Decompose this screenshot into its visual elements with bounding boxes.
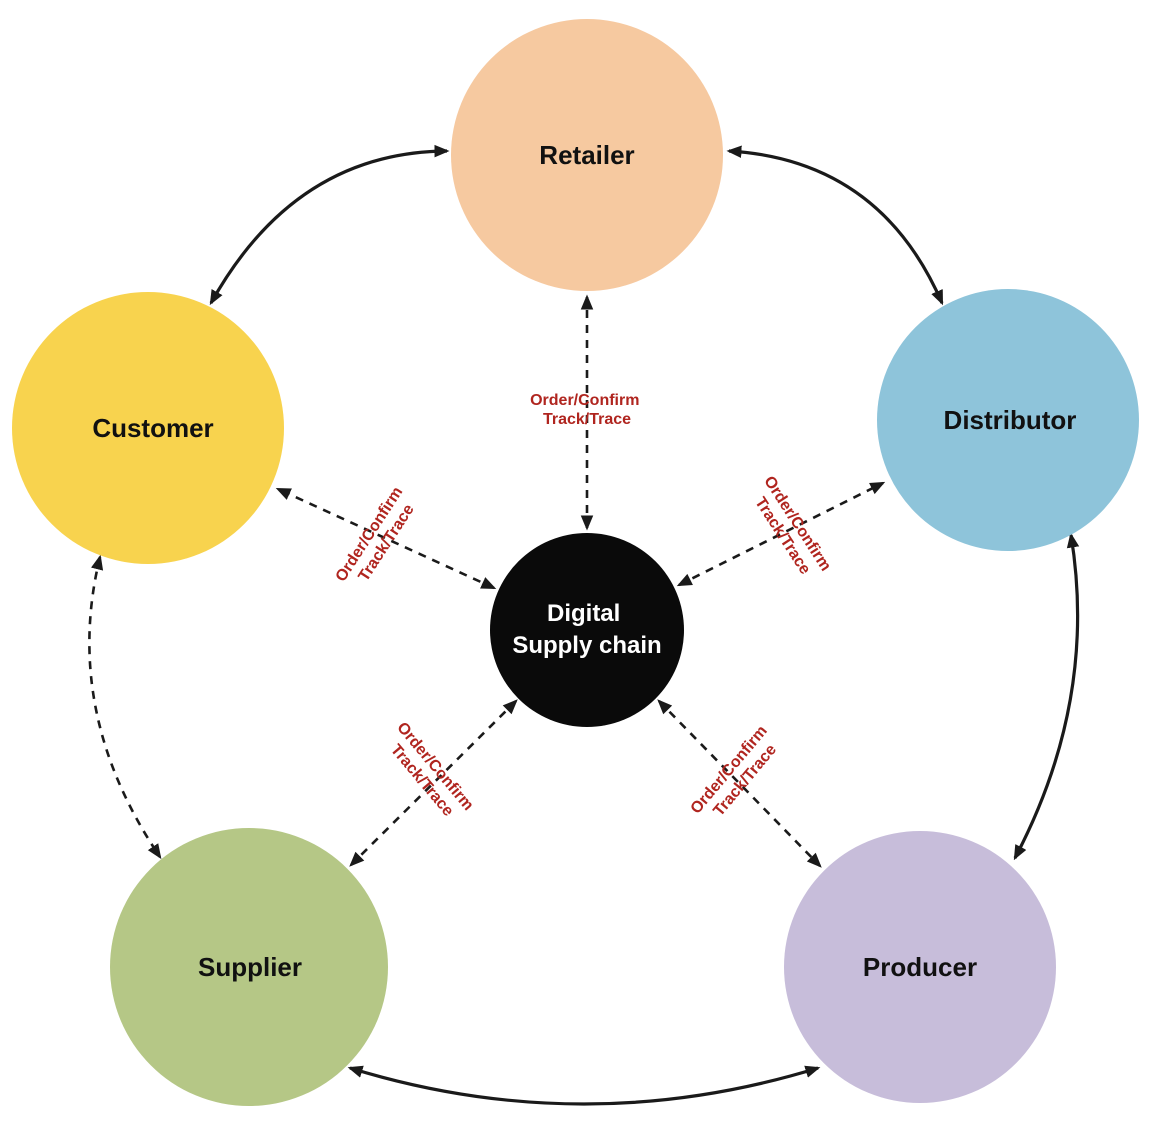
distributor-label: Distributor <box>944 405 1077 435</box>
digital-supply-chain-label: Digital Supply chain <box>512 600 661 659</box>
perimeter-arcs <box>88 144 1080 1106</box>
supplier-label: Supplier <box>198 952 302 982</box>
center-label-line2: Supply chain <box>512 632 661 659</box>
retailer-label: Retailer <box>539 140 634 170</box>
distributor-circle <box>877 289 1139 551</box>
digital-supply-chain-circle <box>490 533 684 727</box>
node-digital-supply-chain: Digital Supply chain <box>490 533 684 727</box>
edge-distributor-producer <box>1013 532 1080 861</box>
customer-label: Customer <box>92 413 213 443</box>
edge-center-customer <box>275 487 497 590</box>
edge-retailer-distributor <box>726 145 944 306</box>
edge-label-retailer: Order/Confirm Track/Trace <box>530 392 644 428</box>
edge-customer-retailer <box>209 144 450 306</box>
node-distributor: Distributor <box>877 289 1139 551</box>
edge-supplier-producer <box>347 1065 821 1106</box>
node-retailer: Retailer <box>451 19 723 291</box>
retailer-circle <box>451 19 723 291</box>
edge-label-supplier: Order/Confirm Track/Trace <box>379 719 480 829</box>
edge-label-producer: Order/Confirm Track/Trace <box>688 719 789 829</box>
edge-label-customer: Order/Confirm Track/Trace <box>333 480 425 595</box>
hub-spokes <box>275 294 886 868</box>
node-customer: Customer <box>12 292 284 564</box>
edge-customer-supplier <box>88 554 162 860</box>
node-producer: Producer <box>784 831 1056 1103</box>
producer-label: Producer <box>863 952 977 982</box>
node-supplier: Supplier <box>110 828 388 1106</box>
center-label-line1: Digital <box>547 600 620 627</box>
producer-circle <box>784 831 1056 1103</box>
supplier-circle <box>110 828 388 1106</box>
customer-circle <box>12 292 284 564</box>
edge-label-distributor: Order/Confirm Track/Trace <box>744 473 836 588</box>
